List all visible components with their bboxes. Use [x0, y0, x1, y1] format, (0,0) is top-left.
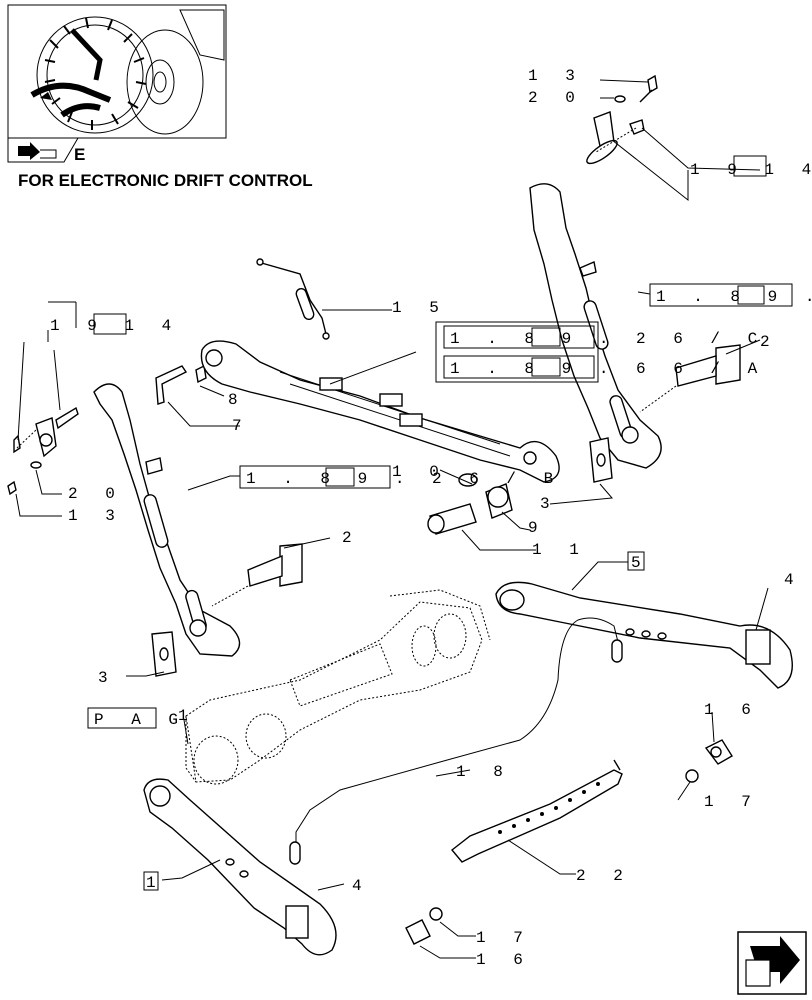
svg-text:1 . 8 9 . 1 6 / B: 1 . 8 9 . 1 6 / B: [656, 288, 812, 306]
page-caption: FOR ELECTRONIC DRIFT CONTROL: [18, 171, 313, 190]
left-lower-link: [143, 778, 337, 956]
top-link: [155, 258, 560, 483]
reference-right-b[interactable]: 1 . 8 9 . 1 6 / B: [649, 283, 812, 307]
tractor-thumbnail-icon: [7, 4, 227, 139]
previous-arrow-icon: [18, 142, 40, 160]
rear-axle-housing-dotted: [185, 589, 491, 785]
callout-13-left: 1 3: [68, 507, 124, 525]
callout-15: 1 5: [392, 299, 448, 317]
callout-1914-left: 1 9 1 4: [50, 317, 180, 335]
callout-10: 1 0: [392, 463, 448, 481]
callout-13-top: 1 3: [528, 67, 584, 85]
callout-17-right: 1 7: [704, 793, 760, 811]
callout-9: 9: [528, 519, 547, 537]
callout-1-box[interactable]: 1: [143, 871, 165, 892]
reference-center-c[interactable]: 1 . 8 9 . 2 6 / C 1 . 8 9 . 6 6 / A: [435, 321, 766, 383]
right-lower-link: [289, 581, 793, 865]
callout-22: 2 2: [576, 867, 632, 885]
stabilizer-bar: [450, 759, 623, 863]
reference-left-b[interactable]: 1 . 8 9 . 2 6 / B: [239, 465, 562, 489]
callout-16-right: 1 6: [704, 701, 760, 719]
svg-text:1 . 8 9 . 2 6 / B: 1 . 8 9 . 2 6 / B: [246, 470, 562, 488]
thumb-tab-label: E: [74, 145, 85, 164]
callout-11: 1 1: [532, 541, 588, 559]
callout-2-right: 2: [760, 333, 779, 351]
callout-18: 1 8: [456, 763, 512, 781]
callout-7: 7: [232, 417, 251, 435]
svg-text:5: 5: [631, 554, 650, 572]
callout-17-bottom: 1 7: [476, 929, 532, 947]
callout-1914-top: 1 9 1 4: [690, 161, 812, 179]
callout-4-right: 4: [784, 571, 803, 589]
callout-3-right: 3: [540, 495, 559, 513]
callout-20-left: 2 0: [68, 485, 124, 503]
svg-text:P A G: P A G: [94, 711, 187, 729]
callout-16-bottom: 1 6: [476, 951, 532, 969]
callout-14-box-left: [93, 313, 127, 335]
callout-4-left: 4: [352, 877, 371, 895]
bottom-clip-parts: [405, 907, 443, 945]
svg-text:1: 1: [146, 874, 165, 892]
callout-14-box-top: [733, 155, 767, 177]
svg-text:1 . 8 9 . 6 6 / A: 1 . 8 9 . 6 6 / A: [450, 360, 766, 378]
thumbnail-tab: [7, 137, 79, 163]
pag-reference-box[interactable]: P A G: [87, 707, 187, 729]
callout-20-top: 2 0: [528, 89, 584, 107]
next-page-arrow-icon[interactable]: [737, 931, 807, 995]
callout-8: 8: [228, 391, 247, 409]
left-lift-rod: [7, 383, 303, 677]
callout-3-left: 3: [98, 669, 117, 687]
leader-lines: [15, 79, 769, 959]
right-clip-parts: [685, 739, 733, 783]
pag-number: 1: [178, 707, 197, 725]
callout-5-box[interactable]: 5: [627, 551, 650, 572]
pin-and-bush-parts: [427, 473, 513, 535]
callout-2-left: 2: [342, 529, 361, 547]
svg-text:1 . 8 9 . 2 6 / C: 1 . 8 9 . 2 6 / C: [450, 330, 766, 348]
top-right-lift-rod: [529, 74, 741, 483]
